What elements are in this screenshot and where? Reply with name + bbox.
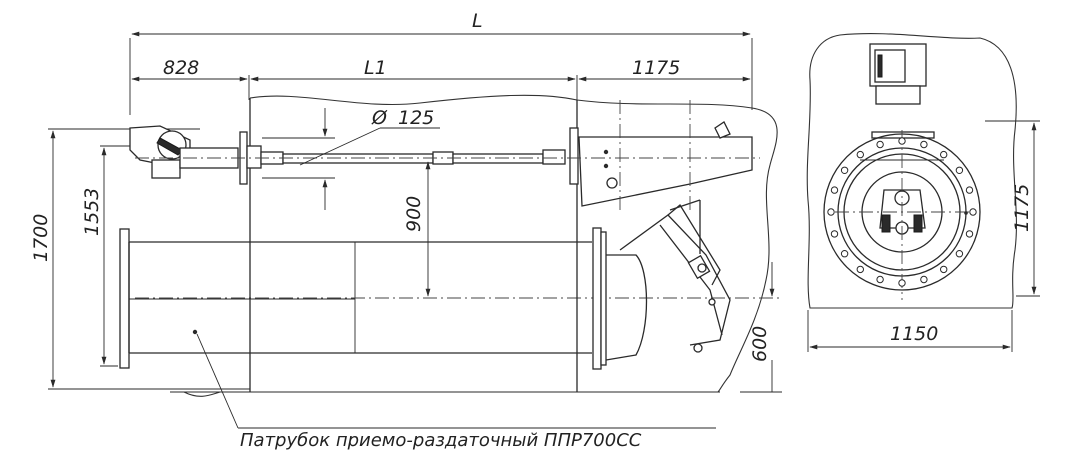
bottom-offset-dimension: 600 (740, 262, 782, 393)
pipe-body (119, 199, 780, 370)
dim-left-length-label: 828 (163, 57, 199, 79)
side-dimensions: 1175 1150 (807, 120, 1040, 352)
bolt-hole (940, 265, 948, 274)
bolt-hole (965, 230, 974, 238)
dim-total-height-label: 1700 (30, 214, 52, 262)
dim-side-height-label: 1175 (1011, 184, 1033, 232)
side-view-bolt-ring (827, 137, 977, 287)
bolt-hole (856, 150, 864, 159)
bolt-hole (856, 265, 864, 274)
dim-bottom-offset-label: 600 (749, 326, 771, 362)
bolt-hole (955, 166, 964, 175)
dim-side-width-label: 1150 (890, 323, 938, 345)
left-dimensions: 1700 1553 (30, 128, 250, 390)
dim-flange-height-label: 1553 (81, 188, 103, 236)
dim-axis-height-label: 900 (403, 196, 425, 232)
bolt-hole (898, 137, 906, 145)
bolt-hole (840, 166, 849, 175)
bolt-hole (827, 208, 835, 216)
bolt-hole (940, 150, 948, 159)
bolt-hole (830, 230, 839, 238)
bolt-hole (830, 186, 839, 194)
break-outline (249, 94, 778, 393)
dim-diameter-label: 125 (398, 107, 434, 129)
top-dimensions: L 828 L1 1175 (129, 10, 753, 115)
side-view (806, 33, 1017, 309)
dim-right-length-label: 1175 (632, 57, 680, 79)
bolt-hole (965, 186, 974, 194)
bolt-hole (920, 275, 928, 284)
diameter-callout: Ø 125 (262, 107, 440, 210)
bolt-hole (840, 250, 849, 258)
bolt-hole (876, 140, 884, 149)
bolt-hole (920, 140, 928, 149)
dim-diameter-symbol: Ø (371, 107, 388, 129)
dim-middle-length-label: L1 (364, 57, 387, 79)
drive-shaft (129, 100, 760, 210)
bolt-hole (898, 279, 906, 287)
bolt-hole (955, 250, 964, 258)
caption-text: Патрубок приемо-раздаточный ППР700СС (240, 430, 642, 451)
axis-height-dimension: 900 (403, 161, 431, 297)
dim-total-length-label: L (472, 10, 483, 32)
bolt-hole (969, 208, 977, 216)
bolt-hole (876, 275, 884, 284)
